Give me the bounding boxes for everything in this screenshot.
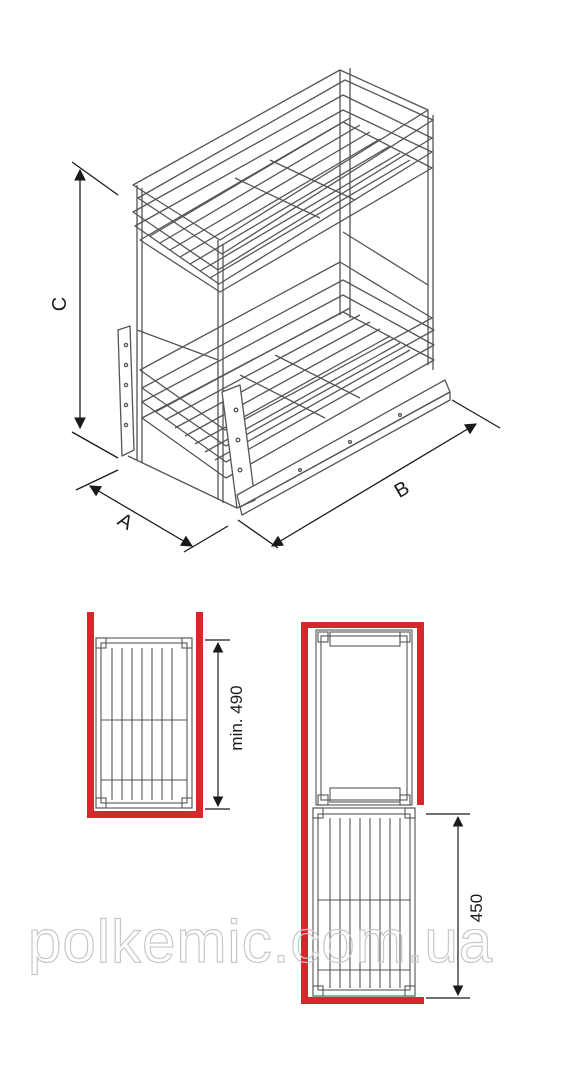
plan-view-open: 450 bbox=[301, 622, 486, 1004]
left-mounting-bracket bbox=[117, 325, 135, 457]
dimension-450 bbox=[426, 813, 470, 999]
plan-view-closed: min. 490 bbox=[87, 612, 246, 818]
basket-isometric-drawing bbox=[117, 68, 451, 516]
cabinet-wall-right-open bbox=[417, 622, 424, 805]
runner-frame-top-view bbox=[315, 629, 413, 806]
dimension-450-label: 450 bbox=[467, 894, 486, 922]
dimension-b bbox=[237, 399, 501, 549]
top-basket-tier bbox=[132, 69, 434, 293]
watermark-text: polkemic.com.ua bbox=[28, 908, 493, 975]
basket-top-view-open bbox=[312, 807, 416, 997]
basket-top-view-closed bbox=[95, 637, 193, 809]
dimension-min-490 bbox=[205, 639, 230, 810]
dimension-min-490-label: min. 490 bbox=[227, 685, 246, 750]
dimension-a-label: A bbox=[114, 509, 137, 535]
dimension-c bbox=[71, 161, 119, 459]
dimension-c-label: C bbox=[49, 297, 71, 311]
front-face-plate bbox=[221, 384, 256, 509]
dimension-b-label: B bbox=[391, 477, 414, 503]
dimension-a bbox=[75, 469, 229, 553]
runner-rail bbox=[236, 379, 451, 508]
bottom-basket-tier bbox=[139, 261, 435, 479]
